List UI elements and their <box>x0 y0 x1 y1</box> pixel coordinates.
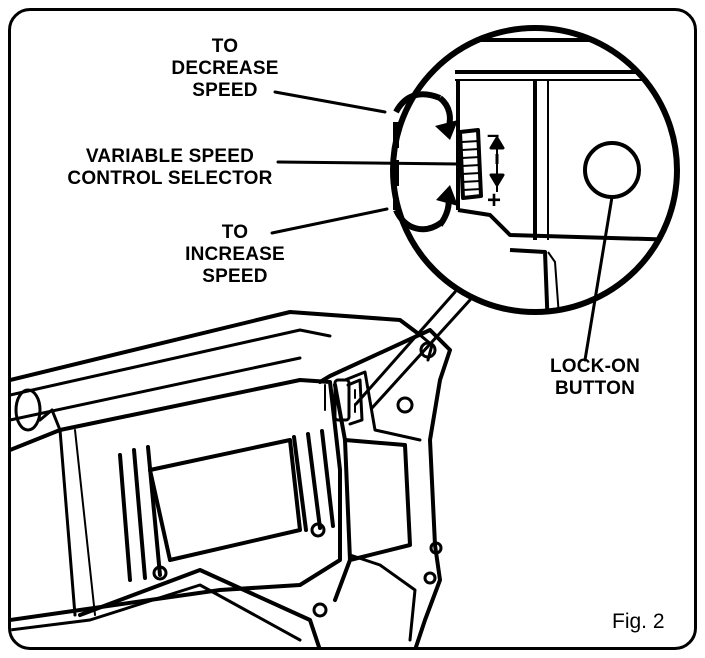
figure-label: Fig. 2 <box>612 610 665 633</box>
increase-speed-label: TO INCREASE SPEED <box>185 222 285 287</box>
plus-mark: + <box>487 187 502 214</box>
speed-dial-graphic <box>458 128 483 200</box>
saw-body <box>11 310 422 647</box>
magnified-view <box>390 25 680 315</box>
selector-leader-line <box>276 160 460 166</box>
decrease-arrow-head <box>435 120 458 140</box>
minus-mark: – <box>487 122 500 147</box>
increase-leader-line <box>270 207 389 235</box>
lock-on-leader-line <box>583 195 614 362</box>
decrease-leader-line <box>273 90 387 114</box>
variable-speed-selector-label: VARIABLE SPEED CONTROL SELECTOR <box>67 146 273 189</box>
increase-arrow-head <box>436 185 458 206</box>
zoom-leader-line <box>354 290 457 406</box>
decrease-speed-label: TO DECREASE SPEED <box>171 36 279 101</box>
lock-on-button-label: LOCK-ON BUTTON <box>549 356 641 399</box>
